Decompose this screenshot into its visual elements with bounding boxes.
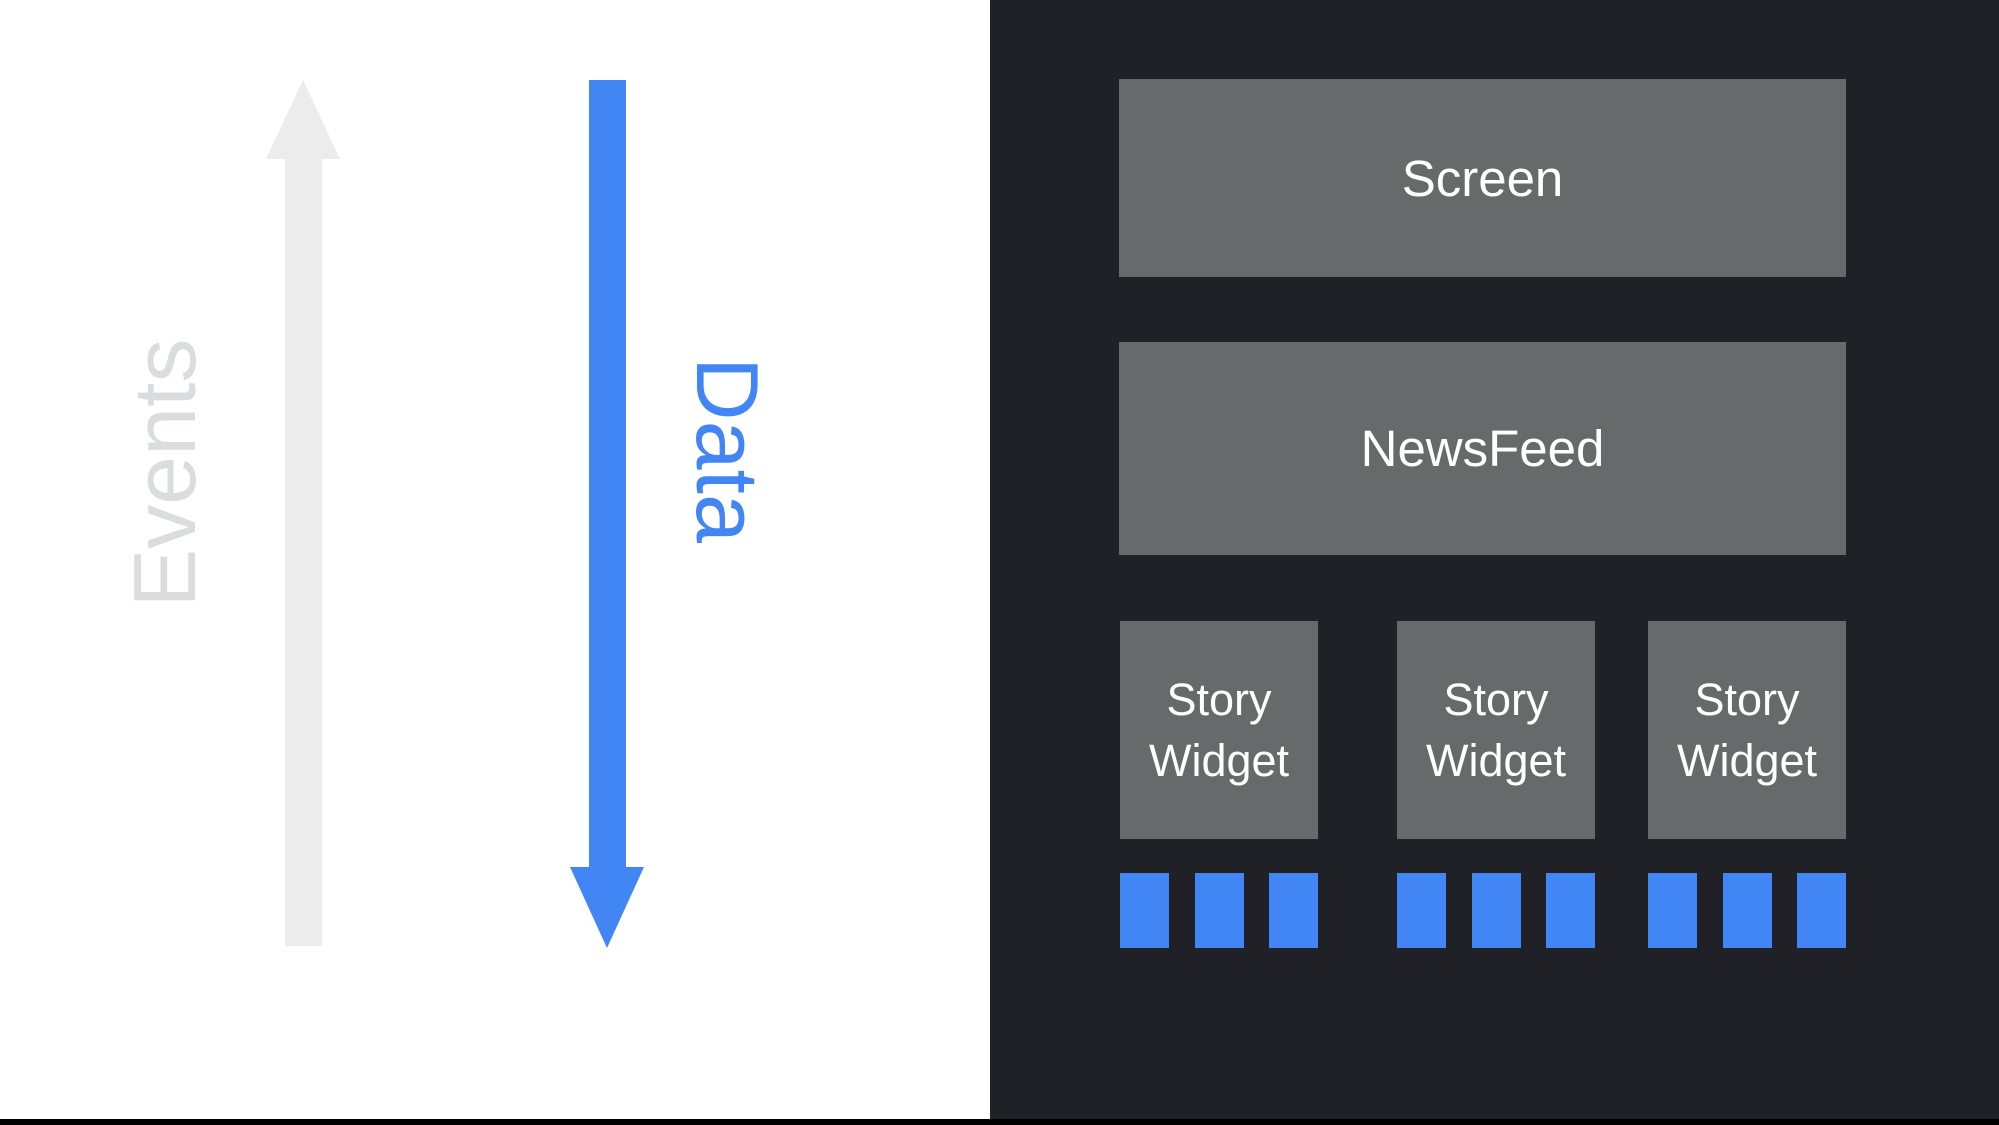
newsfeed-node: NewsFeed xyxy=(1119,342,1846,555)
story-item-dots xyxy=(1120,873,1318,948)
story-item-dots xyxy=(1397,873,1595,948)
story-widget-node: Story Widget xyxy=(1397,621,1595,839)
story-item-dot xyxy=(1194,873,1244,948)
story-item-dot xyxy=(1797,873,1846,948)
events-flow-label: Events xyxy=(115,338,214,608)
story-widget-node: Story Widget xyxy=(1648,621,1846,839)
story-widget-group: Story Widget xyxy=(1120,621,1318,948)
story-widget-node-label: Story Widget xyxy=(1425,674,1567,786)
story-item-dot xyxy=(1722,873,1772,948)
story-widget-group: Story Widget xyxy=(1648,621,1846,948)
story-item-dots xyxy=(1648,873,1846,948)
data-down-arrow-icon xyxy=(570,80,644,948)
story-widget-node-label: Story Widget xyxy=(1148,674,1290,786)
story-item-dot xyxy=(1269,873,1318,948)
story-item-dot xyxy=(1397,873,1446,948)
flow-diagram-panel: Events Data xyxy=(0,0,990,1125)
data-flow-label: Data xyxy=(678,357,777,543)
story-widget-node-label: Story Widget xyxy=(1676,674,1818,786)
story-item-dot xyxy=(1471,873,1521,948)
story-item-dot xyxy=(1546,873,1595,948)
widget-tree-panel: Screen NewsFeed Story Widget Story Widge… xyxy=(990,0,1999,1125)
story-item-dot xyxy=(1648,873,1697,948)
story-widget-group: Story Widget xyxy=(1397,621,1595,948)
story-item-dot xyxy=(1120,873,1169,948)
story-widget-node: Story Widget xyxy=(1120,621,1318,839)
events-up-arrow-icon xyxy=(266,80,340,946)
screen-node-label: Screen xyxy=(1401,149,1564,207)
bottom-letterbox-bar xyxy=(0,1119,1999,1125)
newsfeed-node-label: NewsFeed xyxy=(1360,420,1605,477)
screen-node: Screen xyxy=(1119,79,1846,277)
